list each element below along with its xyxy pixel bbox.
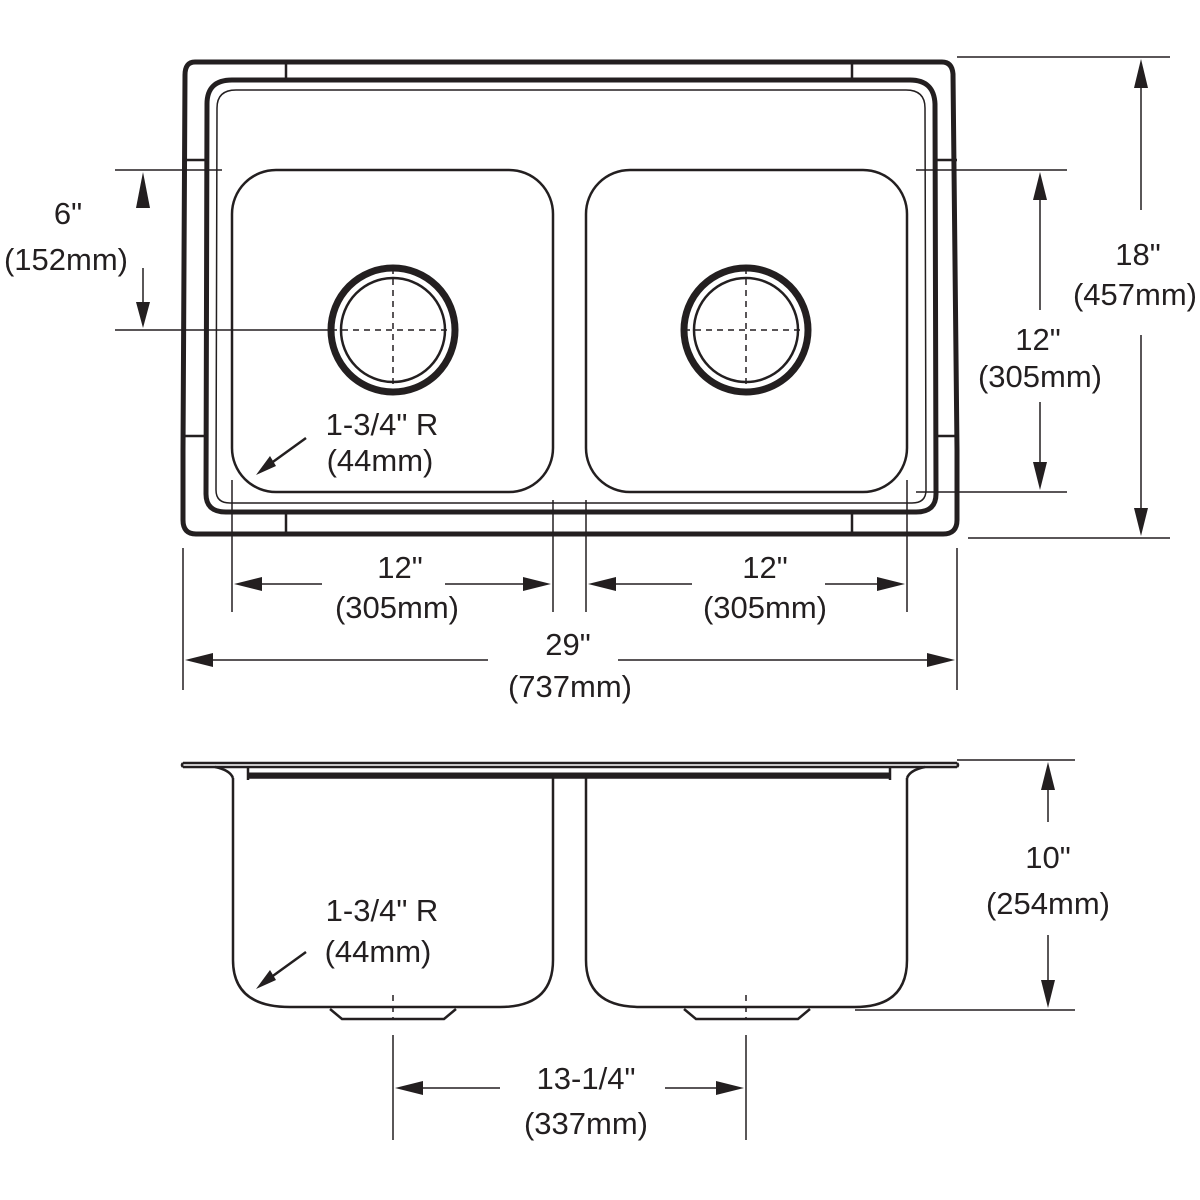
- drain-spacing-inch-label: 13-1/4": [537, 1061, 636, 1096]
- bowl-height-mm-label: (254mm): [986, 886, 1110, 921]
- overall-depth-dimension: 18" (457mm): [957, 56, 1197, 539]
- corner-radius-side-mm-label: (44mm): [325, 934, 432, 969]
- drain-spacing-mm-label: (337mm): [524, 1106, 648, 1141]
- bowl-height-inch-label: 10": [1025, 840, 1071, 875]
- right-bowl-profile: [584, 778, 909, 1009]
- top-view: 6" (152mm) 1-3/4" R (44mm) 12" (305mm): [4, 56, 1197, 704]
- drain-offset-dimension: 6" (152mm): [4, 169, 333, 331]
- corner-radius-top-inch-label: 1-3/4" R: [326, 407, 439, 442]
- drain-spacing-dimension: 13-1/4" (337mm): [392, 1035, 747, 1141]
- right-drain-stub-icon: [683, 1008, 811, 1021]
- left-drain-icon: [327, 264, 459, 396]
- corner-radius-callout-side: 1-3/4" R (44mm): [256, 893, 438, 989]
- overall-width-dimension: 29" (737mm): [182, 548, 958, 704]
- overall-depth-inch-label: 18": [1115, 237, 1161, 272]
- right-bowl: [584, 168, 909, 494]
- side-view: 1-3/4" R (44mm) 10" (254mm) 13-1/4" (337…: [180, 759, 1110, 1141]
- left-bowl: [230, 168, 555, 494]
- bowl-depth-mm-label: (305mm): [978, 359, 1102, 394]
- bowl-depth-inch-label: 12": [1015, 322, 1061, 357]
- right-bowl-width-inch-label: 12": [742, 550, 788, 585]
- drain-offset-inch-label: 6": [54, 196, 82, 231]
- left-bowl-width-inch-label: 12": [377, 550, 423, 585]
- right-drain-icon: [680, 264, 812, 396]
- corner-radius-top-mm-label: (44mm): [327, 443, 434, 478]
- left-bowl-width-mm-label: (305mm): [335, 590, 459, 625]
- bowl-height-dimension: 10" (254mm): [855, 759, 1110, 1011]
- overall-width-inch-label: 29": [545, 627, 591, 662]
- bowl-depth-dimension: 12" (305mm): [916, 169, 1102, 493]
- sink-outer-rim: [180, 59, 960, 537]
- bowl-width-dimensions: 12" (305mm) 12" (305mm): [231, 480, 908, 625]
- right-bowl-width-mm-label: (305mm): [703, 590, 827, 625]
- sink-inner-rim: [203, 77, 939, 515]
- overall-depth-mm-label: (457mm): [1073, 277, 1197, 312]
- overall-width-mm-label: (737mm): [508, 669, 632, 704]
- corner-radius-callout-top: 1-3/4" R (44mm): [256, 407, 438, 478]
- sink-deck: [180, 761, 960, 769]
- drain-offset-mm-label: (152mm): [4, 242, 128, 277]
- left-bowl-profile: [231, 778, 555, 1009]
- corner-radius-side-inch-label: 1-3/4" R: [326, 893, 439, 928]
